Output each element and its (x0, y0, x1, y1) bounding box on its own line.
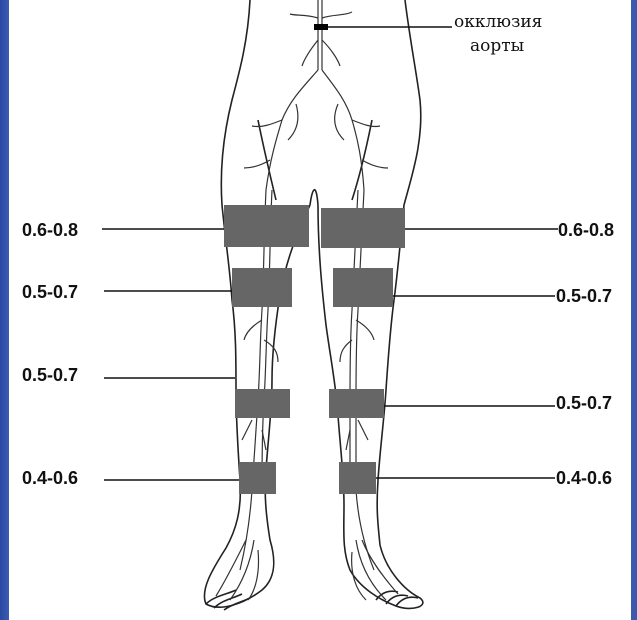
left-label-thigh: 0.6-0.8 (22, 221, 78, 239)
cuff-right-upper-knee (333, 268, 393, 307)
cuff-right-ankle (339, 462, 376, 494)
cuff-right-thigh (321, 208, 405, 248)
cuff-left-upper-knee (232, 268, 292, 307)
left-label-calf: 0.5-0.7 (22, 366, 78, 384)
cuff-right-calf (329, 389, 384, 418)
right-pelvic-vessels (335, 104, 388, 168)
cuff-left-ankle (239, 462, 276, 494)
right-label-upper-knee: 0.5-0.7 (556, 287, 612, 305)
left-pelvic-vessels (244, 104, 298, 168)
right-iliac (322, 70, 364, 190)
cuffs (224, 205, 405, 494)
left-iliac (266, 70, 318, 190)
left-foot-vessels (216, 540, 259, 600)
right-label-calf: 0.5-0.7 (556, 394, 612, 412)
right-label-ankle: 0.4-0.6 (556, 469, 612, 487)
left-label-ankle: 0.4-0.6 (22, 469, 78, 487)
occlusion-label-line1: окклюзия (454, 14, 542, 31)
aorta (318, 0, 322, 70)
cuff-left-thigh (224, 205, 309, 247)
right-label-thigh: 0.6-0.8 (558, 221, 614, 239)
cuff-left-calf (235, 389, 290, 418)
aorta-branches (290, 12, 352, 66)
occlusion-label-line2: аорты (470, 38, 524, 55)
left-thigh-inner (258, 120, 276, 200)
occlusion-marker (314, 24, 328, 30)
crotch (310, 190, 318, 205)
left-label-upper-knee: 0.5-0.7 (22, 283, 78, 301)
